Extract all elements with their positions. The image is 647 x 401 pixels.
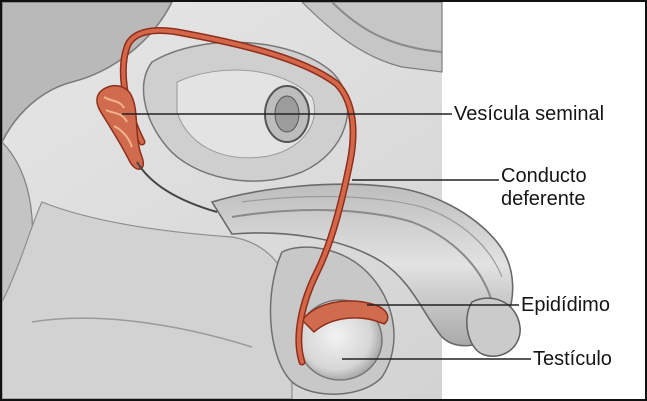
label-testiculo: Testículo	[533, 348, 612, 370]
label-conducto-deferente: Conducto deferente	[501, 165, 587, 211]
label-vesicula-seminal: Vesícula seminal	[454, 103, 604, 125]
label-conducto-line2: deferente	[501, 188, 587, 211]
label-conducto-line1: Conducto	[501, 165, 587, 188]
label-epididimo: Epidídimo	[521, 294, 610, 316]
